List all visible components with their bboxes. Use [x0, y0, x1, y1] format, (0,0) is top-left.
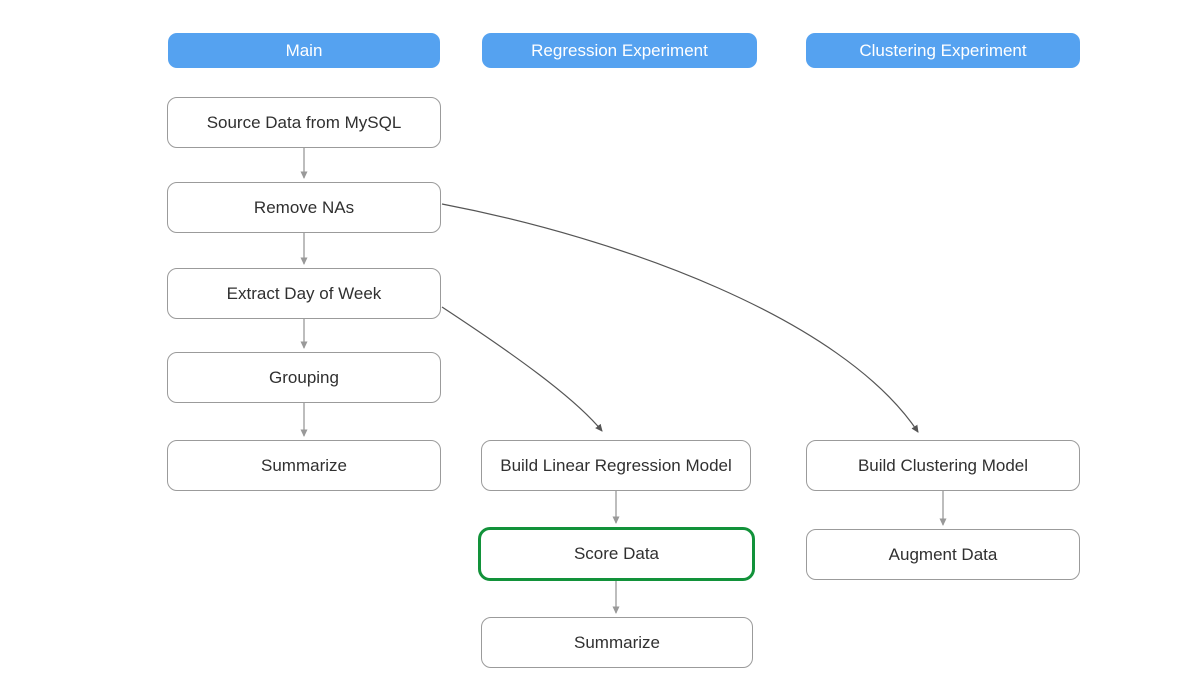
edge-extract-day-of-week-to-build-linear-regression-model: [441, 306, 603, 432]
node-source-data-from-mysql[interactable]: Source Data from MySQL: [167, 97, 441, 148]
node-summarize-main[interactable]: Summarize: [167, 440, 441, 491]
node-grouping[interactable]: Grouping: [167, 352, 441, 403]
node-build-clustering-model[interactable]: Build Clustering Model: [806, 440, 1080, 491]
node-summarize-regression[interactable]: Summarize: [481, 617, 753, 668]
node-remove-nas[interactable]: Remove NAs: [167, 182, 441, 233]
node-augment-data[interactable]: Augment Data: [806, 529, 1080, 580]
lane-header-clustering-experiment[interactable]: Clustering Experiment: [806, 33, 1080, 68]
edge-remove-nas-to-build-clustering-model: [441, 203, 919, 433]
lane-header-main[interactable]: Main: [168, 33, 440, 68]
node-score-data-highlighted[interactable]: Score Data: [478, 527, 755, 581]
lane-header-regression-experiment[interactable]: Regression Experiment: [482, 33, 757, 68]
node-extract-day-of-week[interactable]: Extract Day of Week: [167, 268, 441, 319]
node-build-linear-regression-model[interactable]: Build Linear Regression Model: [481, 440, 751, 491]
